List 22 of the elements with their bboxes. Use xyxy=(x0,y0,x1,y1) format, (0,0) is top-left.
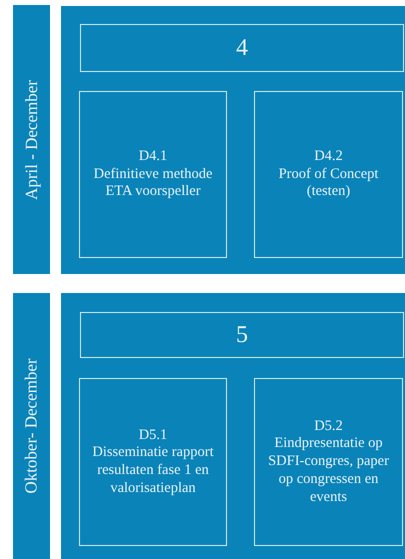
phase-header-box xyxy=(80,24,404,72)
period-bar xyxy=(13,5,50,274)
phase-panel xyxy=(61,293,405,559)
phase-number: 4 xyxy=(236,34,248,62)
deliverable-code: D5.2 xyxy=(314,418,343,436)
phase-panel xyxy=(61,6,405,274)
deliverable-description: Eindpresentatie op SDFI-congres, paper op congressen en events xyxy=(267,435,390,506)
period-bar xyxy=(13,293,50,559)
deliverable-box xyxy=(254,91,403,258)
deliverable-box xyxy=(79,91,227,258)
deliverable-description: Definitieve methode ETA voorspeller xyxy=(92,166,214,202)
deliverable-code: D4.2 xyxy=(314,148,343,166)
deliverable-code: D4.1 xyxy=(138,148,168,166)
deliverable-box xyxy=(79,378,227,546)
phase-number: 5 xyxy=(236,322,248,348)
deliverable-code: D5.1 xyxy=(138,426,168,444)
deliverable-description: Proof of Concept (testen) xyxy=(278,166,380,202)
period-label: April - December xyxy=(22,80,42,200)
period-label: Oktober- December xyxy=(22,358,42,494)
phase-header-box xyxy=(80,312,404,358)
deliverable-description: Disseminatie rapport resultaten fase 1 en valorisatieplan xyxy=(92,444,214,498)
deliverable-box xyxy=(254,378,403,546)
